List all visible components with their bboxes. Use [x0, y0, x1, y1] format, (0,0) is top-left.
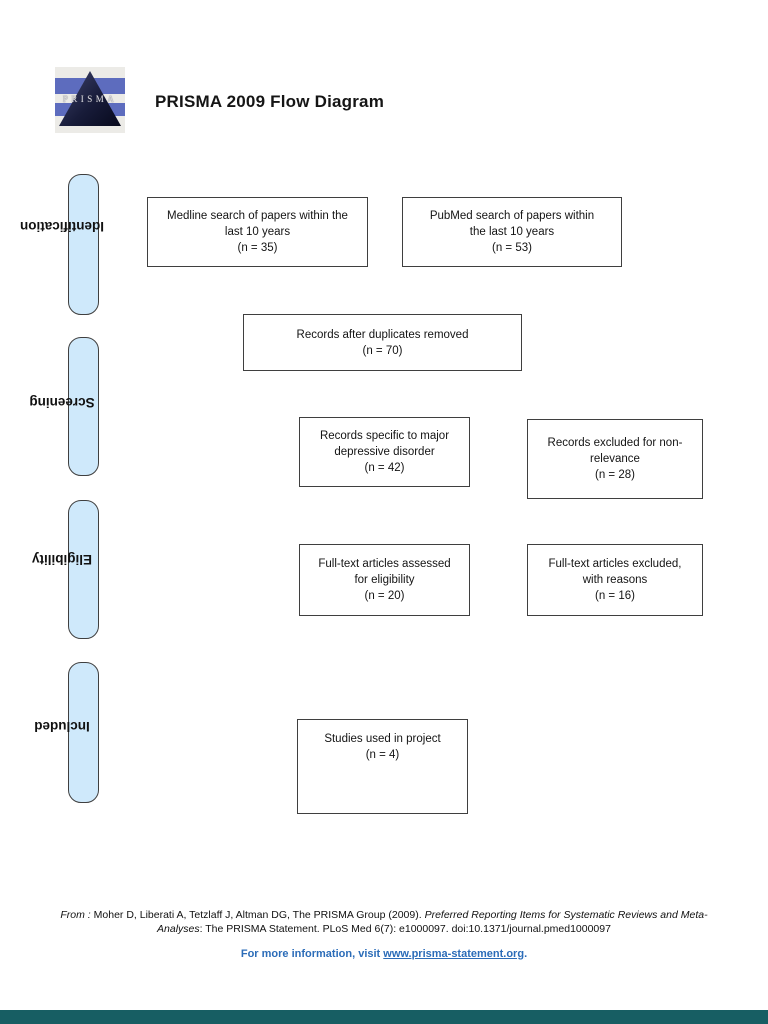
flow-box-text: Records after duplicates removed (n = 70…: [296, 328, 469, 357]
flow-box-text: Studies used in project (n = 4): [324, 733, 441, 761]
flow-box-studies-included: Studies used in project (n = 4): [297, 719, 468, 814]
citation-rest: : The PRISMA Statement. PLoS Med 6(7): e…: [199, 923, 611, 935]
flow-box-fulltext-assessed: Full-text articles assessed for eligibil…: [299, 544, 470, 616]
flow-box-text: Full-text articles excluded, with reason…: [548, 558, 682, 602]
flow-box-medline-search: Medline search of papers within the last…: [147, 197, 368, 267]
stage-pill-eligibility: [68, 500, 99, 639]
page-title: PRISMA 2009 Flow Diagram: [155, 92, 385, 111]
info-suffix: .: [524, 948, 528, 960]
citation-from-label: From :: [60, 909, 91, 921]
citation-authors: Moher D, Liberati A, Tetzlaff J, Altman …: [90, 909, 425, 921]
citation: From : Moher D, Liberati A, Tetzlaff J, …: [44, 908, 724, 936]
info-line: For more information, visit www.prisma-s…: [0, 948, 768, 960]
flow-box-text: PubMed search of papers within the last …: [429, 210, 595, 254]
flow-box-text: Records specific to major depressive dis…: [319, 430, 450, 474]
citation-title-part1: Preferred Reporting Items for Systematic…: [424, 909, 708, 921]
stage-label-eligibility: Eligibility: [32, 552, 93, 567]
logo-wordmark: PRISMA: [62, 94, 118, 104]
stage-pill-identification: [68, 174, 99, 315]
stage-pill-screening: [68, 337, 99, 476]
flow-box-fulltext-excluded: Full-text articles excluded, with reason…: [527, 544, 703, 616]
stage-label-screening: Screening: [29, 395, 95, 410]
flow-box-text: Full-text articles assessed for eligibil…: [318, 558, 451, 602]
info-prefix: For more information, visit: [240, 948, 384, 960]
flow-box-records-excluded: Records excluded for non- relevance (n =…: [527, 419, 703, 499]
flow-box-duplicates-removed: Records after duplicates removed (n = 70…: [243, 314, 522, 371]
flow-box-text: Medline search of papers within the last…: [167, 210, 348, 254]
citation-title-part2: Analyses: [157, 923, 200, 935]
stage-label-identification: Identification: [20, 219, 104, 234]
flow-box-pubmed-search: PubMed search of papers within the last …: [402, 197, 622, 267]
flow-box-text: Records excluded for non- relevance (n =…: [547, 437, 683, 481]
prisma-statement-link[interactable]: www.prisma-statement.org: [383, 948, 525, 960]
viewer-bottom-bar: [0, 1010, 768, 1024]
stage-label-included: Included: [34, 719, 90, 734]
flow-box-records-specific: Records specific to major depressive dis…: [299, 417, 470, 487]
stage-pill-included: [68, 662, 99, 803]
prisma-logo: PRISMA: [55, 67, 125, 133]
